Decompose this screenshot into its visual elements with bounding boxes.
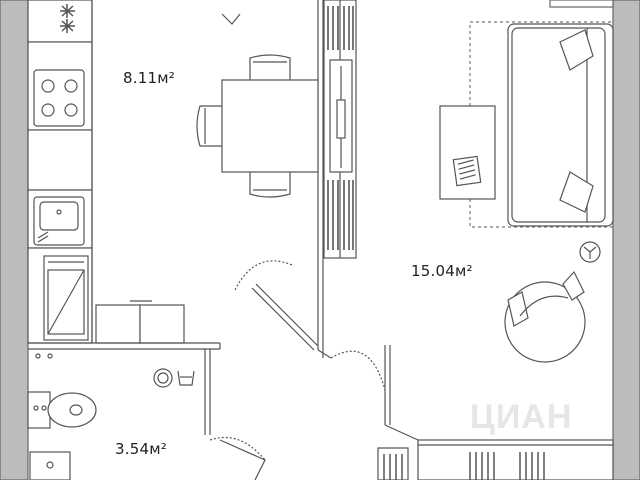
- entrance-door: [234, 260, 319, 351]
- washer-cabinet: [43, 255, 89, 341]
- sofa-cushions: [559, 29, 594, 213]
- freezer-icon: [60, 4, 75, 33]
- kitchen-area-label: 8.11м²: [123, 69, 175, 87]
- watermark: ЦИАН: [470, 398, 573, 436]
- toilet-icon: [27, 391, 97, 429]
- magazine-icon: [452, 155, 482, 187]
- coffee-table: [439, 105, 496, 200]
- bathroom-door: [209, 436, 266, 480]
- bathroom-sink-icon: [29, 451, 71, 480]
- dining-chairs: [196, 13, 291, 198]
- plant-icon: [579, 241, 601, 263]
- shoe-rack: [377, 447, 409, 480]
- dining-table: [221, 79, 319, 173]
- bathroom-area-label: 3.54м²: [115, 440, 167, 458]
- sink-icon: [33, 196, 85, 246]
- partition-wall: [317, 0, 332, 359]
- low-cabinets: [95, 300, 185, 344]
- bathroom-top-wall: [28, 342, 221, 435]
- armchair: [504, 270, 586, 363]
- wardrobe: [323, 0, 357, 259]
- sofa: [507, 23, 614, 227]
- hall-wardrobe: [417, 439, 614, 480]
- washing-machine-icon: [153, 368, 195, 388]
- hall-door: [330, 345, 419, 441]
- stove-icon: [33, 69, 85, 127]
- living-area-label: 15.04м²: [411, 262, 473, 280]
